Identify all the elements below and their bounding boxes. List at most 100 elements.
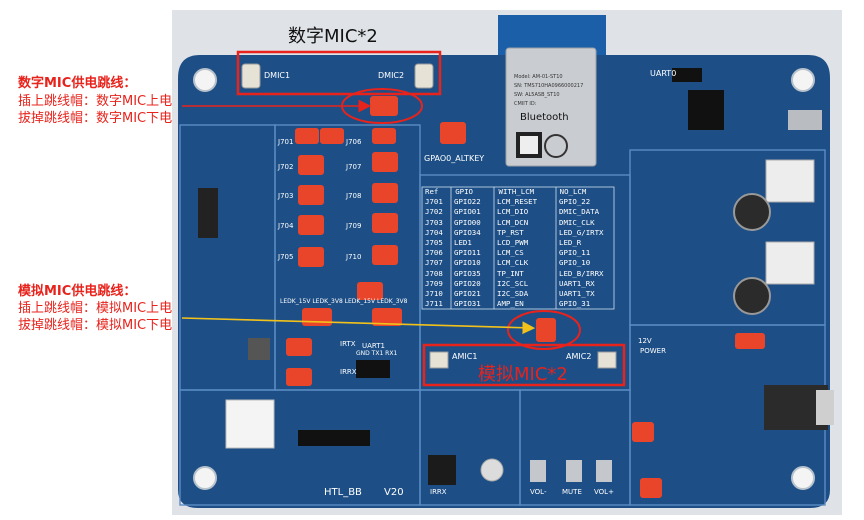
- gpio-table-cell: AMP_EN: [497, 299, 524, 309]
- gpio-table-cell: GPIO_22: [559, 197, 591, 207]
- gpio-table-cell: LCM_DCN: [497, 217, 529, 227]
- module-sn: SN: TMS710HA0966000217: [514, 83, 584, 89]
- gpio-altkey-label: GPAO0_ALTKEY: [424, 154, 485, 163]
- analog-jumper-highlight: [507, 310, 581, 350]
- 12v-label: 12V: [638, 337, 652, 345]
- gpio-table-cell: GPIO10: [454, 258, 481, 268]
- gpio-table-cell: LED_B/IRRX: [559, 268, 604, 278]
- analog-annotation-line1: 插上跳线帽：模拟MIC上电: [18, 301, 173, 316]
- gpio-table-cell: LED_G/IRTX: [559, 227, 604, 237]
- power-label: POWER: [640, 347, 666, 355]
- uart0-label: UART0: [650, 69, 677, 78]
- digital-mic-callout: 数字MIC*2: [288, 26, 378, 47]
- gpio-table-cell: J701: [425, 197, 443, 207]
- gpio-table-cell: J702: [425, 207, 443, 217]
- analog-mic-callout: 模拟MIC*2: [478, 364, 568, 385]
- gpio-table-cell: TP_RST: [497, 227, 524, 237]
- gpio-table-cell: GPIO01: [454, 207, 481, 217]
- gpio-table-cell: GPIO34: [454, 227, 481, 237]
- jumper-label: J701: [278, 138, 294, 146]
- module-model: Model: AM-01-ST10: [514, 74, 563, 80]
- digital-annotation-line1: 插上跳线帽：数字MIC上电: [18, 94, 173, 109]
- col-no-lcm: NO_LCM: [559, 187, 587, 196]
- vol-plus-label: VOL+: [594, 488, 614, 496]
- gpio-table-header: Ref GPIO WITH_LCM NO_LCM: [422, 187, 614, 197]
- gpio-table-cell: LED_R: [559, 238, 582, 248]
- gpio-table-cell: J709: [425, 278, 443, 288]
- gpio-table-cell: GPIO21: [454, 289, 481, 299]
- col-ref: Ref: [425, 187, 439, 196]
- gpio-table-cell: GPIO_11: [559, 248, 591, 258]
- jumper-label: J705: [278, 253, 294, 261]
- gpio-table-cell: GPIO11: [454, 248, 481, 258]
- jumper-label: J709: [346, 222, 362, 230]
- jumper-label: J707: [346, 163, 362, 171]
- digital-mic-box: [236, 50, 442, 96]
- gpio-table-cell: J705: [425, 238, 443, 248]
- analog-annotation-line2: 拔掉跳线帽：模拟MIC下电: [18, 318, 173, 333]
- gpio-table-cell: GPIO31: [454, 299, 481, 309]
- jumper-label: J710: [346, 253, 362, 261]
- jumper-label: J704: [278, 222, 294, 230]
- uart1-pins-label: GND TX1 RX1: [356, 350, 398, 357]
- jumper-label: J702: [278, 163, 294, 171]
- gpio-table-cell: LCM_CS: [497, 248, 524, 258]
- mute-label: MUTE: [562, 488, 582, 496]
- gpio-table-row: J707 GPIO10 LCM_CLK GPIO_10: [422, 258, 614, 268]
- module-sw: SW: AL5ASB_ST10: [514, 92, 560, 98]
- digital-power-jumper: [370, 96, 398, 116]
- gpio-table-row: J708 GPIO35 TP_INT LED_B/IRRX: [422, 269, 614, 279]
- gpio-table-cell: UART1_RX: [559, 278, 595, 288]
- gpio-table-cell: GPIO_31: [559, 299, 591, 309]
- gpio-table-cell: TP_INT: [497, 268, 524, 278]
- vol-minus-label: VOL-: [530, 488, 547, 496]
- analog-annotation-title: 模拟MIC供电跳线：: [18, 284, 137, 299]
- gpio-table-row: J705 LED1 LCD_PWM LED_R: [422, 238, 614, 248]
- gpio-table-cell: J707: [425, 258, 443, 268]
- dmic1-label: DMIC1: [264, 71, 291, 80]
- board-version: V20: [384, 487, 404, 498]
- gpio-table-cell: GPIO00: [454, 217, 481, 227]
- col-gpio: GPIO: [455, 187, 473, 196]
- gpio-table-cell: DMIC_DATA: [559, 207, 600, 217]
- uart1-label: UART1: [362, 342, 385, 350]
- gpio-table-cell: LCM_CLK: [497, 258, 529, 268]
- irrx-label: IRRX: [340, 368, 357, 376]
- jumper-label: J708: [346, 192, 362, 200]
- gpio-table-row: J704 GPIO34 TP_RST LED_G/IRTX: [422, 228, 614, 238]
- pcb-board: [178, 55, 830, 508]
- col-with-lcm: WITH_LCM: [498, 187, 535, 196]
- gpio-table-cell: LED1: [454, 238, 472, 248]
- irtx-label: IRTX: [340, 340, 356, 348]
- gpio-table-cell: I2C_SCL: [497, 278, 529, 288]
- dmic2-label: DMIC2: [378, 71, 405, 80]
- gpio-table-cell: J710: [425, 289, 443, 299]
- module-cmiit: CMIIT ID:: [514, 101, 537, 107]
- jumper-label: J706: [346, 138, 362, 146]
- gpio-table-cell: GPIO22: [454, 197, 481, 207]
- gpio-table-cell: LCD_PWM: [497, 238, 529, 248]
- analog-arrow: [181, 317, 536, 335]
- jumper-array: [286, 122, 765, 498]
- ledk-label: LEDK_15V LEDK_3V8 LEDK_15V LEDK_3V8: [280, 298, 408, 305]
- amic1-label: AMIC1: [452, 352, 478, 361]
- gpio-table-cell: J704: [425, 227, 443, 237]
- gpio-table-cell: J703: [425, 217, 443, 227]
- jumper-label: J703: [278, 192, 294, 200]
- gpio-table-cell: J708: [425, 268, 443, 278]
- gpio-table-cell: GPIO35: [454, 268, 481, 278]
- gpio-table-cell: GPIO_10: [559, 258, 591, 268]
- gpio-table-grid: [421, 186, 615, 310]
- amic2-label: AMIC2: [566, 352, 592, 361]
- digital-annotation-line2: 拔掉跳线帽：数字MIC下电: [18, 111, 173, 126]
- digital-annotation-title: 数字MIC供电跳线：: [18, 76, 137, 91]
